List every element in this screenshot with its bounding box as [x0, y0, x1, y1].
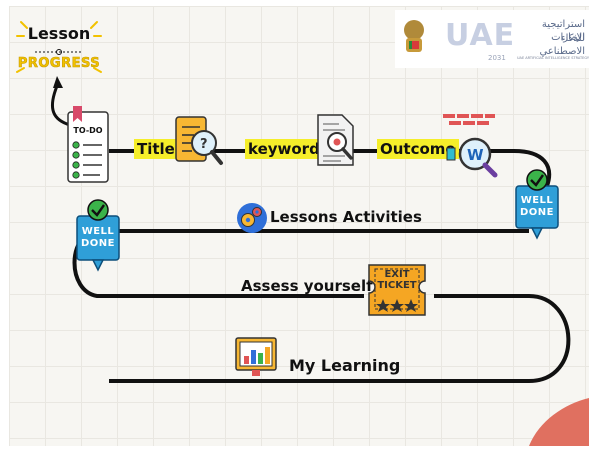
well-done-left-line1: WELL	[81, 226, 115, 237]
lesson-progress-title: Lesson PROGRESS	[13, 14, 105, 80]
arabic-line1: استراتيجية الإمارات	[541, 19, 585, 43]
search-document-icon	[317, 114, 354, 166]
web-search-icon: W	[443, 114, 498, 178]
step-title-label: Title	[134, 139, 178, 159]
magnifier-checklist-icon: ?	[175, 116, 223, 165]
english-caption: UAE ARTIFICIAL INTELLIGENCE STRATEGY	[517, 56, 589, 60]
step-keywords-label: keywords	[245, 139, 332, 159]
step-assess-yourself-label: Assess yourself	[241, 277, 373, 295]
corner-decoration	[529, 398, 589, 446]
road-segment-top	[109, 149, 552, 187]
step-lessons-activities-label: Lessons Activities	[270, 208, 422, 226]
uae-text: UAE	[445, 18, 516, 53]
well-done-left-line2: DONE	[80, 238, 115, 249]
step-my-learning-label: My Learning	[289, 356, 401, 375]
well-done-right-line1: WELL	[520, 195, 554, 206]
todo-label: TO-DO	[73, 126, 103, 135]
gear-settings-icon	[237, 203, 267, 233]
arabic-line2: للذكاء الاصطناعي	[539, 33, 585, 57]
svg-text:?: ?	[200, 137, 208, 152]
exit-ticket: EXIT TICKET	[363, 261, 431, 319]
ticket-icon	[368, 264, 426, 316]
slide-canvas: Lesson PROGRESS UAE 2031 استراتيجية الإم…	[9, 6, 589, 446]
analytics-monitor-icon	[235, 337, 277, 376]
year-text: 2031	[488, 54, 506, 62]
title-line1: Lesson	[27, 24, 91, 43]
uae-ai-strategy-logo: UAE 2031 استراتيجية الإمارات للذكاء الاص…	[395, 10, 589, 68]
exit-ticket-line1: EXIT	[384, 269, 410, 280]
step-outcome-label: Outcome	[377, 139, 459, 159]
check-badge-icon	[515, 169, 559, 240]
svg-text:W: W	[467, 146, 484, 164]
road-segment-bottom	[109, 294, 571, 383]
well-done-right-line2: DONE	[519, 207, 554, 218]
todo-clipboard-icon	[67, 106, 109, 183]
emblem-icon	[404, 20, 424, 52]
todo-list: TO-DO	[64, 106, 114, 186]
exit-ticket-line2: TICKET	[377, 280, 417, 291]
title-line2: PROGRESS	[17, 56, 101, 72]
arrow-head-icon	[53, 76, 63, 88]
well-done-badge-right: WELL DONE	[514, 168, 560, 242]
check-badge-icon	[76, 199, 120, 272]
title-sparkles-icon	[16, 21, 102, 73]
well-done-badge-left: WELL DONE	[75, 198, 121, 274]
title-arrow-line	[50, 85, 80, 128]
